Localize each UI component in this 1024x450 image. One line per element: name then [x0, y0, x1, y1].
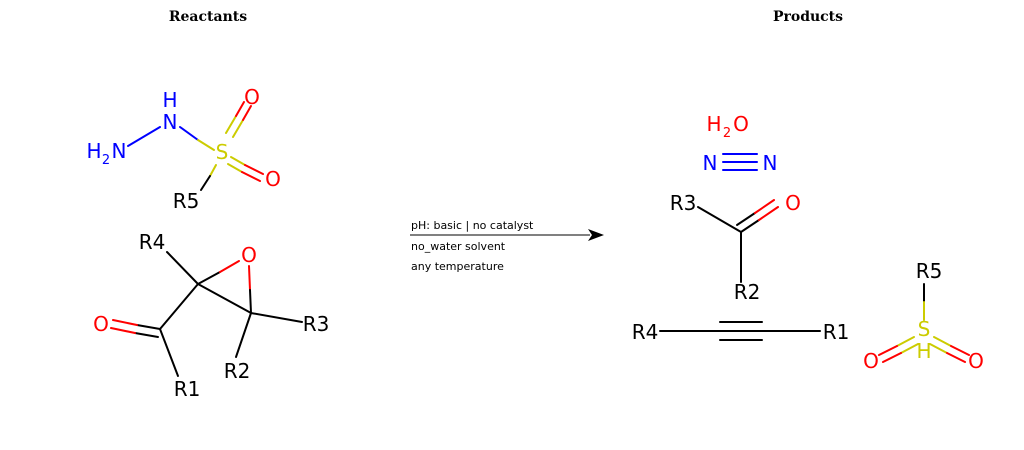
condition-solvent: no_water solvent — [411, 240, 506, 253]
alkyne-r4: R4 — [632, 320, 659, 344]
reactants-heading: Reactants — [169, 9, 247, 25]
water-o: O — [733, 112, 749, 136]
reactant-sulfonylhydrazide: H N H 2 N S O O R5 — [86, 85, 280, 213]
sulfinic-o-left: O — [863, 349, 879, 373]
arrow-head — [588, 229, 604, 241]
group-r1: R1 — [174, 377, 201, 401]
group-r2: R2 — [224, 359, 251, 383]
n2-left-n: N — [703, 151, 718, 175]
product-ketone: R3 O R2 — [670, 191, 801, 304]
atom-o-right: O — [265, 167, 281, 191]
n2-right-n: N — [763, 151, 778, 175]
ketone-r3: R3 — [670, 191, 697, 215]
atom-carbonyl-o: O — [93, 312, 109, 336]
ketone-o: O — [785, 191, 801, 215]
ketone-r2: R2 — [734, 280, 761, 304]
product-sulfinic-acid: R5 S H O O — [863, 259, 984, 373]
water-subscript: 2 — [723, 126, 731, 141]
condition-ph-catalyst: pH: basic | no catalyst — [411, 219, 534, 232]
alkyne-r1: R1 — [823, 320, 850, 344]
sulfinic-h: H — [916, 339, 931, 363]
water-h: H — [706, 112, 721, 136]
sulfinic-o-right: O — [968, 349, 984, 373]
atom-h2n-n: N — [112, 139, 127, 163]
atom-h-on-n: H — [162, 88, 177, 112]
product-water: H 2 O — [706, 112, 748, 141]
atom-n: N — [163, 110, 178, 134]
group-r4: R4 — [139, 230, 166, 254]
atom-epoxide-o: O — [241, 243, 257, 267]
reactant-epoxide: O R4 R3 R2 R1 O — [93, 230, 329, 401]
group-r3: R3 — [303, 312, 330, 336]
condition-temperature: any temperature — [411, 260, 504, 273]
reaction-arrow: pH: basic | no catalyst no_water solvent… — [410, 219, 604, 273]
sulfinic-s: S — [918, 317, 931, 341]
products-heading: Products — [773, 9, 843, 25]
product-dinitrogen: N N — [703, 151, 778, 175]
sulfinic-r5: R5 — [916, 259, 943, 283]
atom-h2n-h: H — [86, 139, 101, 163]
atom-o-top: O — [244, 85, 260, 109]
atom-s: S — [216, 140, 229, 164]
atom-h2n-subscript: 2 — [102, 153, 110, 168]
product-alkyne: R4 R1 — [632, 320, 850, 344]
group-r5: R5 — [173, 189, 200, 213]
